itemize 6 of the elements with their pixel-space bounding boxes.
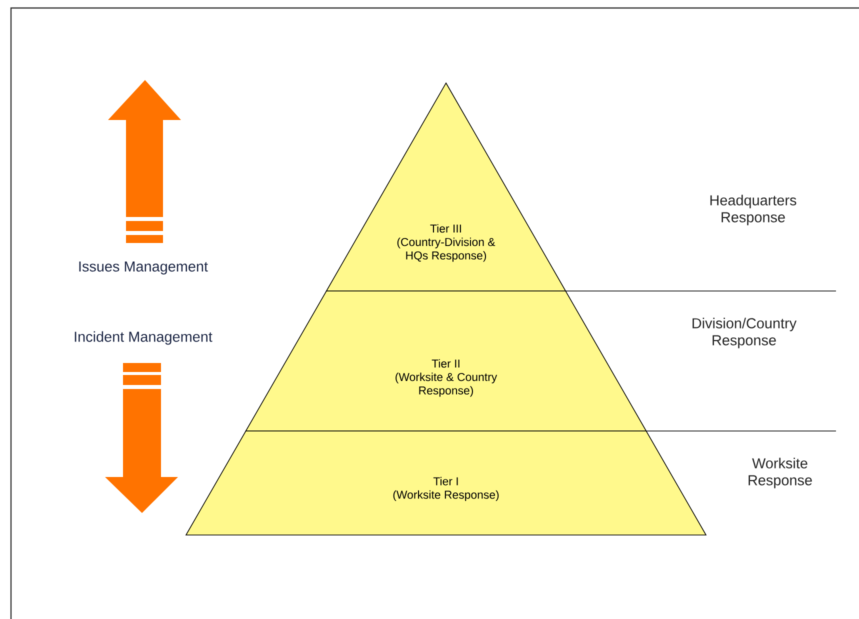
management-label: Issues Management — [79, 262, 208, 274]
pyramid-tier: Tier II (Worksite & Country Response) — [245, 290, 647, 432]
zone-caption: Division/Country Response — [692, 318, 797, 348]
management-label: Incident Management — [74, 331, 212, 345]
zone-caption: Worksite Response — [748, 458, 812, 488]
zone-caption: Headquarters Response — [710, 194, 796, 226]
